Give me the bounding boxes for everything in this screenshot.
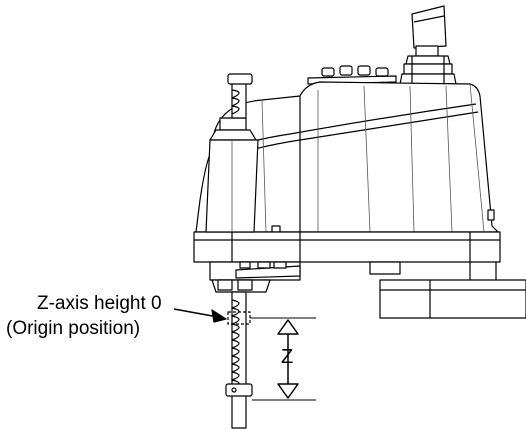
z-dimension — [250, 317, 316, 401]
under-base — [209, 261, 301, 293]
shaft-cover — [205, 117, 259, 233]
origin-label-line1: Z-axis height 0 — [37, 293, 162, 314]
ball-screw-shaft — [225, 73, 253, 429]
origin-label-line2: (Origin position) — [6, 318, 141, 339]
origin-leader-arrow — [173, 308, 227, 323]
cable-duct — [399, 5, 457, 85]
lower-arm — [369, 261, 526, 319]
arm-housing — [195, 81, 499, 233]
base-plate — [193, 231, 501, 263]
top-connectors — [307, 65, 397, 85]
z-dimension-label: Z — [281, 346, 294, 368]
